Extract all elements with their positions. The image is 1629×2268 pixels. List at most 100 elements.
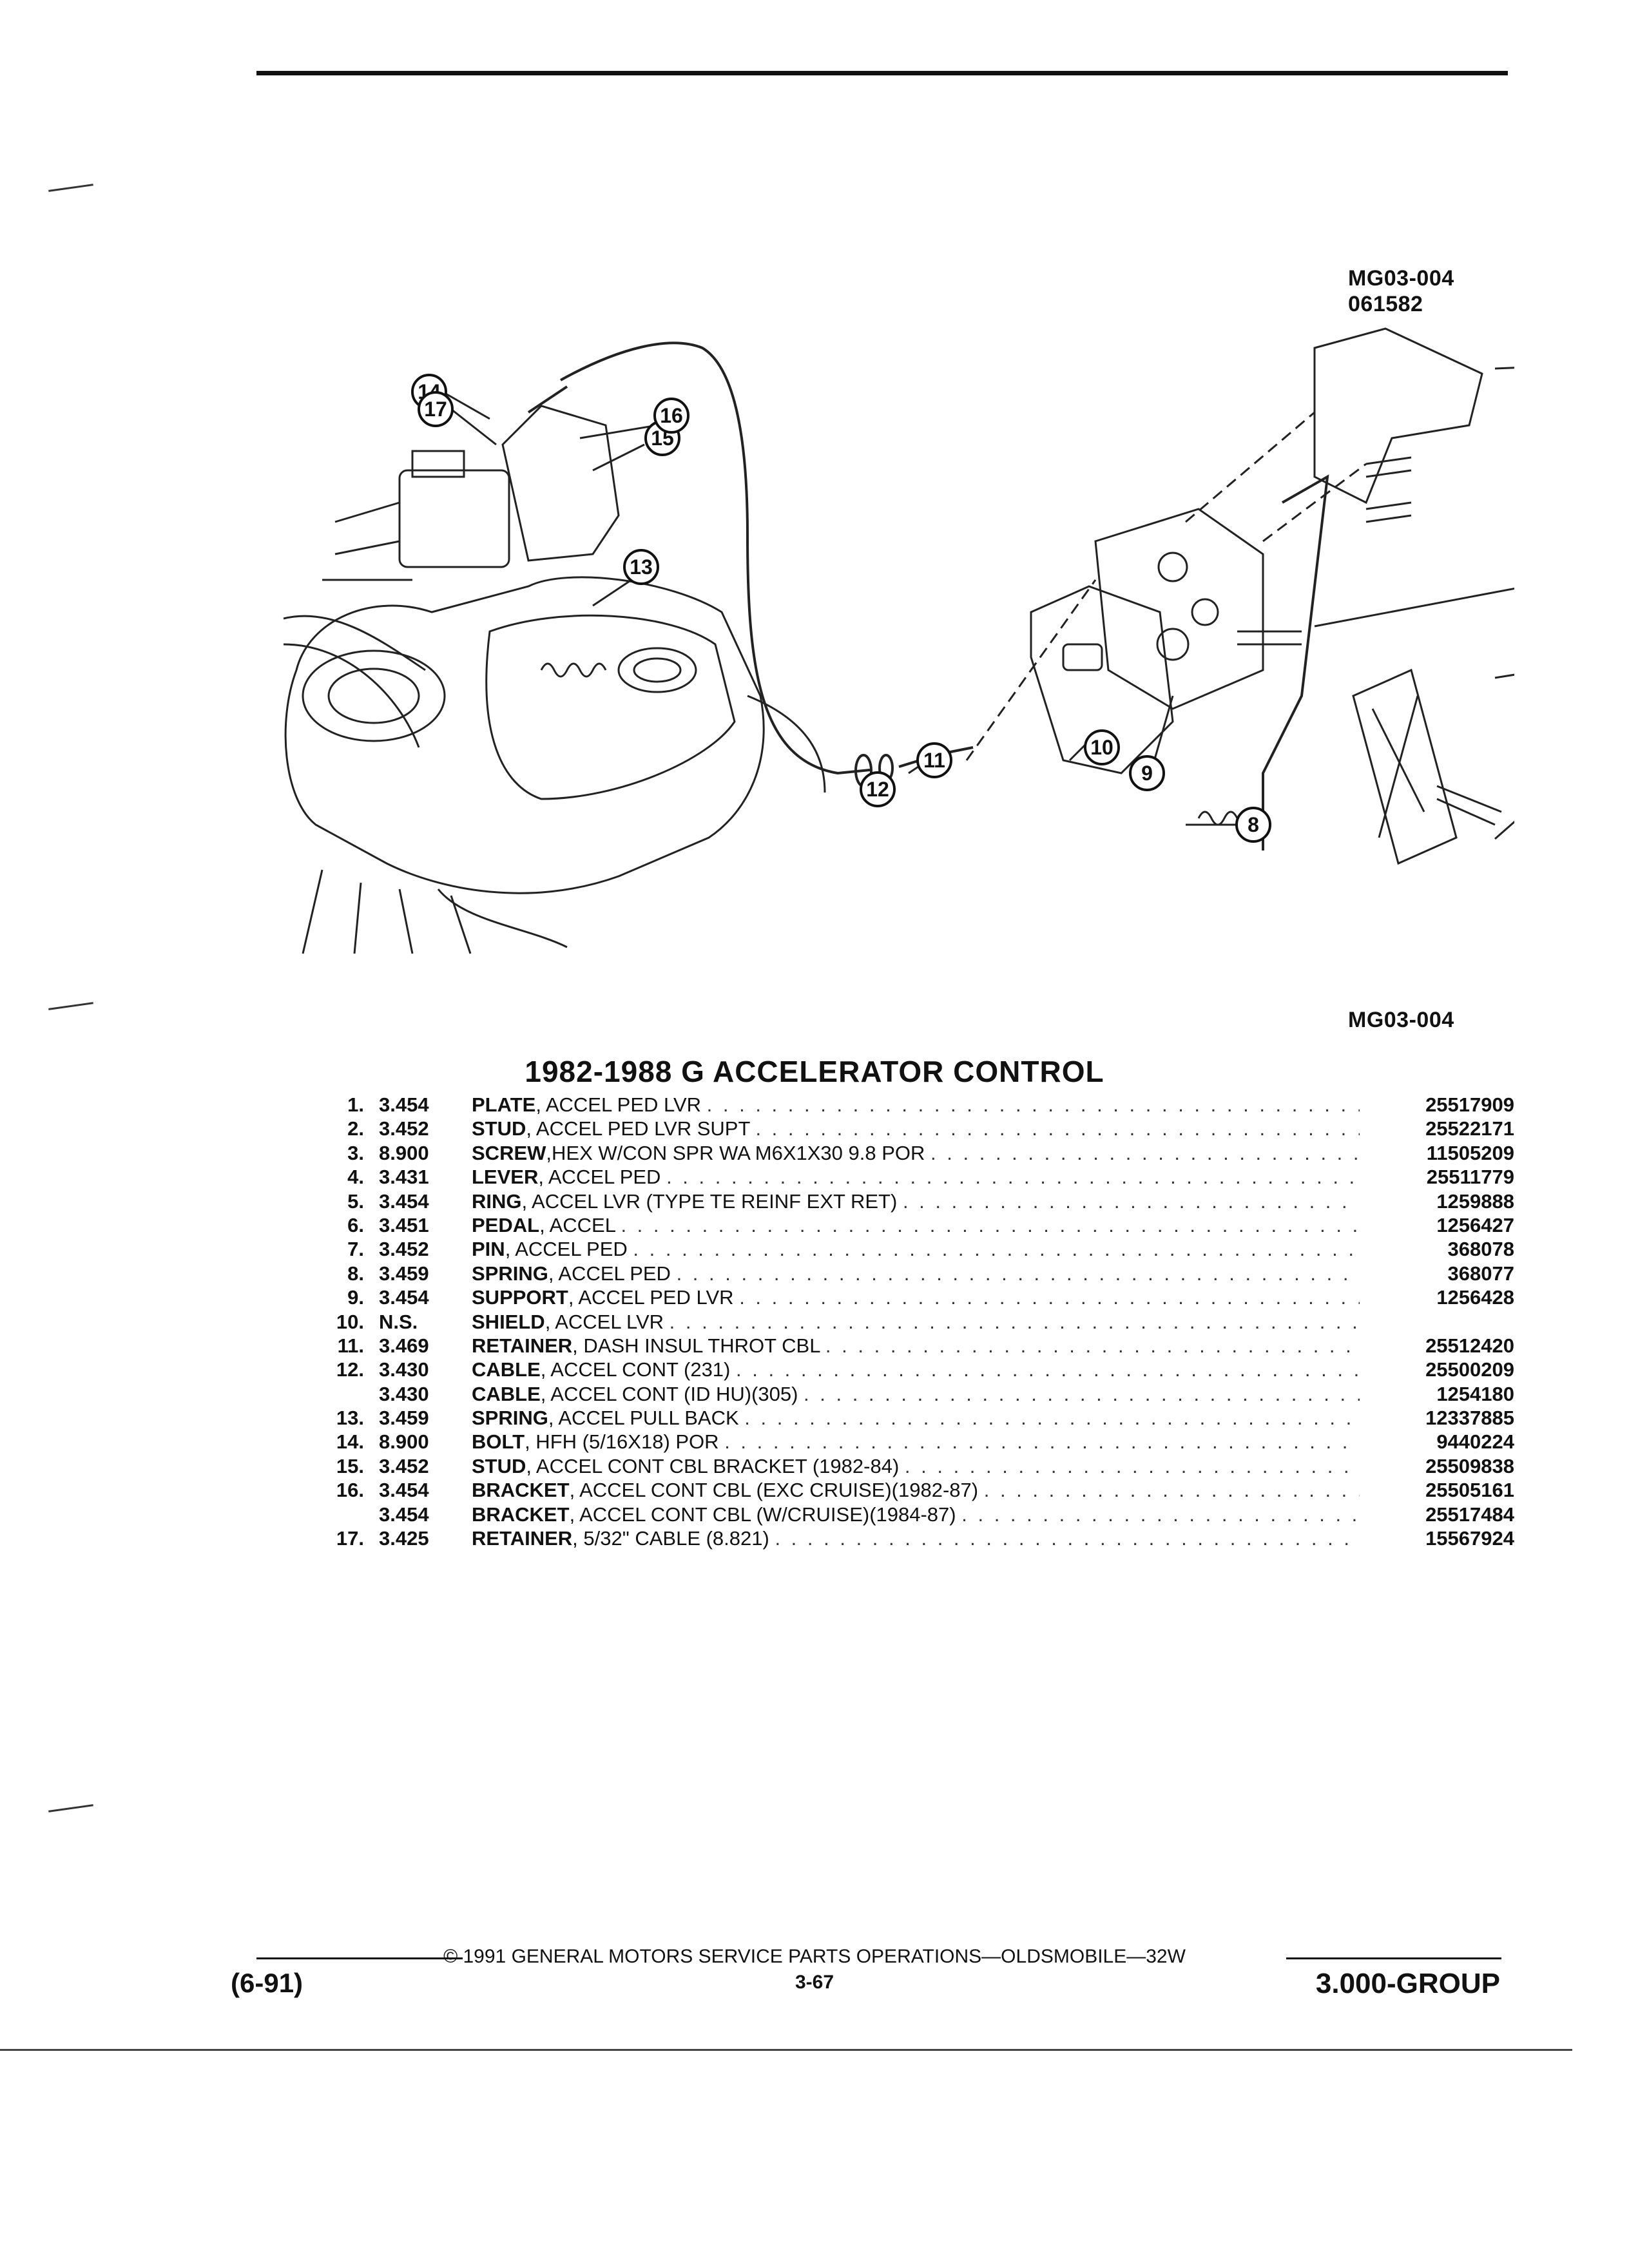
group-number: 3.459 (379, 1262, 429, 1285)
footer-copyright: © 1991 GENERAL MOTORS SERVICE PARTS OPER… (443, 1946, 1186, 1967)
item-number: 8. (347, 1262, 364, 1285)
item-number: 2. (347, 1117, 364, 1140)
part-name: PEDAL (472, 1213, 540, 1236)
item-number: 12. (336, 1358, 364, 1381)
part-description: SHIELD, ACCEL LVR . . . . . . . . . . . … (472, 1310, 1360, 1334)
leader-lines (444, 367, 1514, 840)
part-name: BRACKET (472, 1503, 570, 1526)
item-number: 1. (347, 1093, 364, 1116)
group-number: 3.452 (379, 1454, 429, 1477)
part-row: 2. 3.452 STUD, ACCEL PED LVR SUPT . . . . … (303, 1117, 1514, 1140)
group-number: 3.454 (379, 1286, 429, 1309)
part-row: 7. 3.452 PIN, ACCEL PED . . . . . . . . . … (303, 1237, 1514, 1261)
part-number: 25517484 (1425, 1503, 1514, 1526)
group-number: 8.900 (379, 1141, 429, 1164)
part-number: 1256428 (1436, 1286, 1514, 1309)
item-number: 11. (337, 1334, 364, 1357)
group-number: 3.454 (379, 1093, 429, 1116)
part-name: RING (472, 1189, 522, 1213)
part-name: BRACKET (472, 1479, 570, 1502)
group-number: N.S. (379, 1310, 418, 1333)
part-detail: , ACCEL PULL BACK (548, 1407, 739, 1430)
group-number: 3.452 (379, 1238, 429, 1261)
footer-group: 3.000-GROUP (1315, 1968, 1500, 1999)
part-name: STUD (472, 1454, 526, 1477)
item-number: 7. (347, 1238, 364, 1261)
group-number: 3.454 (379, 1479, 429, 1502)
figure-id: 061582 (1348, 292, 1423, 316)
margin-mark (48, 184, 93, 192)
part-description: SPRING, ACCEL PED . . . . . . . . . . . … (472, 1262, 1360, 1285)
part-description: RING, ACCEL LVR (TYPE TE REINF EXT RET) … (472, 1189, 1360, 1213)
part-name: SPRING (472, 1407, 548, 1430)
svg-text:12: 12 (866, 778, 889, 801)
part-description: RETAINER, 5/32" CABLE (8.821) . . . . . … (472, 1526, 1360, 1550)
margin-mark (48, 1804, 93, 1812)
part-number: 25509838 (1425, 1454, 1514, 1477)
leader-dots: . . . . . . . . . . . . . . . . . . . . … (902, 1189, 1360, 1213)
leader-dots: . . . . . . . . . . . . . . . . . . . . … (666, 1166, 1360, 1189)
part-detail: , ACCEL CONT CBL (W/CRUISE)(1984-87) (569, 1503, 956, 1526)
group-number: 3.452 (379, 1117, 429, 1140)
part-number: 11505209 (1426, 1141, 1514, 1164)
part-name: CABLE (472, 1358, 541, 1381)
part-description: BRACKET, ACCEL CONT CBL (EXC CRUISE)(198… (472, 1478, 1360, 1502)
part-number: 368077 (1447, 1262, 1514, 1285)
callout-13: 13 (623, 549, 659, 585)
part-description: STUD, ACCEL PED LVR SUPT . . . . . . . .… (472, 1117, 1360, 1140)
part-description: BOLT, HFH (5/16X18) POR . . . . . . . . … (472, 1430, 1360, 1454)
leader-dots: . . . . . . . . . . . . . . . . . . . . … (706, 1093, 1360, 1116)
callout-16: 16 (653, 398, 689, 434)
part-description: CABLE, ACCEL CONT (ID HU)(305) . . . . .… (472, 1382, 1360, 1406)
part-description: PIN, ACCEL PED . . . . . . . . . . . . .… (472, 1237, 1360, 1261)
svg-text:10: 10 (1090, 736, 1113, 759)
callout-10: 10 (1084, 729, 1120, 765)
leader-dots: . . . . . . . . . . . . . . . . . . . . … (669, 1310, 1360, 1333)
part-description: PLATE, ACCEL PED LVR . . . . . . . . . .… (472, 1093, 1360, 1117)
leader-dots: . . . . . . . . . . . . . . . . . . . . … (676, 1262, 1360, 1285)
svg-text:13: 13 (630, 555, 653, 579)
svg-text:9: 9 (1141, 762, 1153, 785)
svg-text:11: 11 (923, 749, 945, 772)
part-row: 8. 3.459 SPRING, ACCEL PED . . . . . . . .… (303, 1262, 1514, 1285)
part-number: 368078 (1447, 1238, 1514, 1261)
part-description: LEVER, ACCEL PED . . . . . . . . . . . .… (472, 1165, 1360, 1189)
part-detail: ,HEX W/CON SPR WA M6X1X30 9.8 POR (546, 1141, 925, 1164)
leader-dots: . . . . . . . . . . . . . . . . . . . . … (744, 1407, 1360, 1430)
part-name: PIN (472, 1238, 505, 1261)
part-detail: , ACCEL CONT CBL (EXC CRUISE)(1982-87) (569, 1479, 979, 1502)
part-detail: , ACCEL LVR (TYPE TE REINF EXT RET) (521, 1189, 898, 1213)
pedal-assembly (965, 327, 1502, 865)
part-name: STUD (472, 1117, 526, 1140)
footer-rule-right (1286, 1957, 1501, 1959)
leader-dots: . . . . . . . . . . . . . . . . . . . . … (736, 1358, 1360, 1381)
group-number: 3.425 (379, 1527, 429, 1550)
part-description: SCREW,HEX W/CON SPR WA M6X1X30 9.8 POR .… (472, 1141, 1360, 1165)
part-detail: , ACCEL PED LVR (568, 1286, 734, 1309)
item-number: 16. (336, 1479, 364, 1502)
part-name: SUPPORT (472, 1286, 568, 1309)
item-number: 10. (336, 1310, 364, 1333)
part-detail: , ACCEL PED (548, 1262, 671, 1285)
svg-text:17: 17 (424, 398, 447, 421)
throttle-cable (527, 341, 974, 787)
part-number: 25517909 (1425, 1093, 1514, 1116)
callout-8: 8 (1235, 807, 1271, 843)
leader-dots: . . . . . . . . . . . . . . . . . . . . … (724, 1430, 1360, 1454)
part-name: BOLT (472, 1430, 525, 1454)
part-description: STUD, ACCEL CONT CBL BRACKET (1982-84) .… (472, 1454, 1360, 1478)
figure-code: MG03-004 (1348, 266, 1454, 291)
part-name: RETAINER (472, 1334, 573, 1357)
part-row: 10. N.S. SHIELD, ACCEL LVR . . . . . . . .… (303, 1310, 1514, 1334)
group-number: 3.431 (379, 1166, 429, 1189)
part-name: SPRING (472, 1262, 548, 1285)
part-description: SPRING, ACCEL PULL BACK . . . . . . . . … (472, 1406, 1360, 1430)
svg-text:8: 8 (1248, 813, 1259, 836)
